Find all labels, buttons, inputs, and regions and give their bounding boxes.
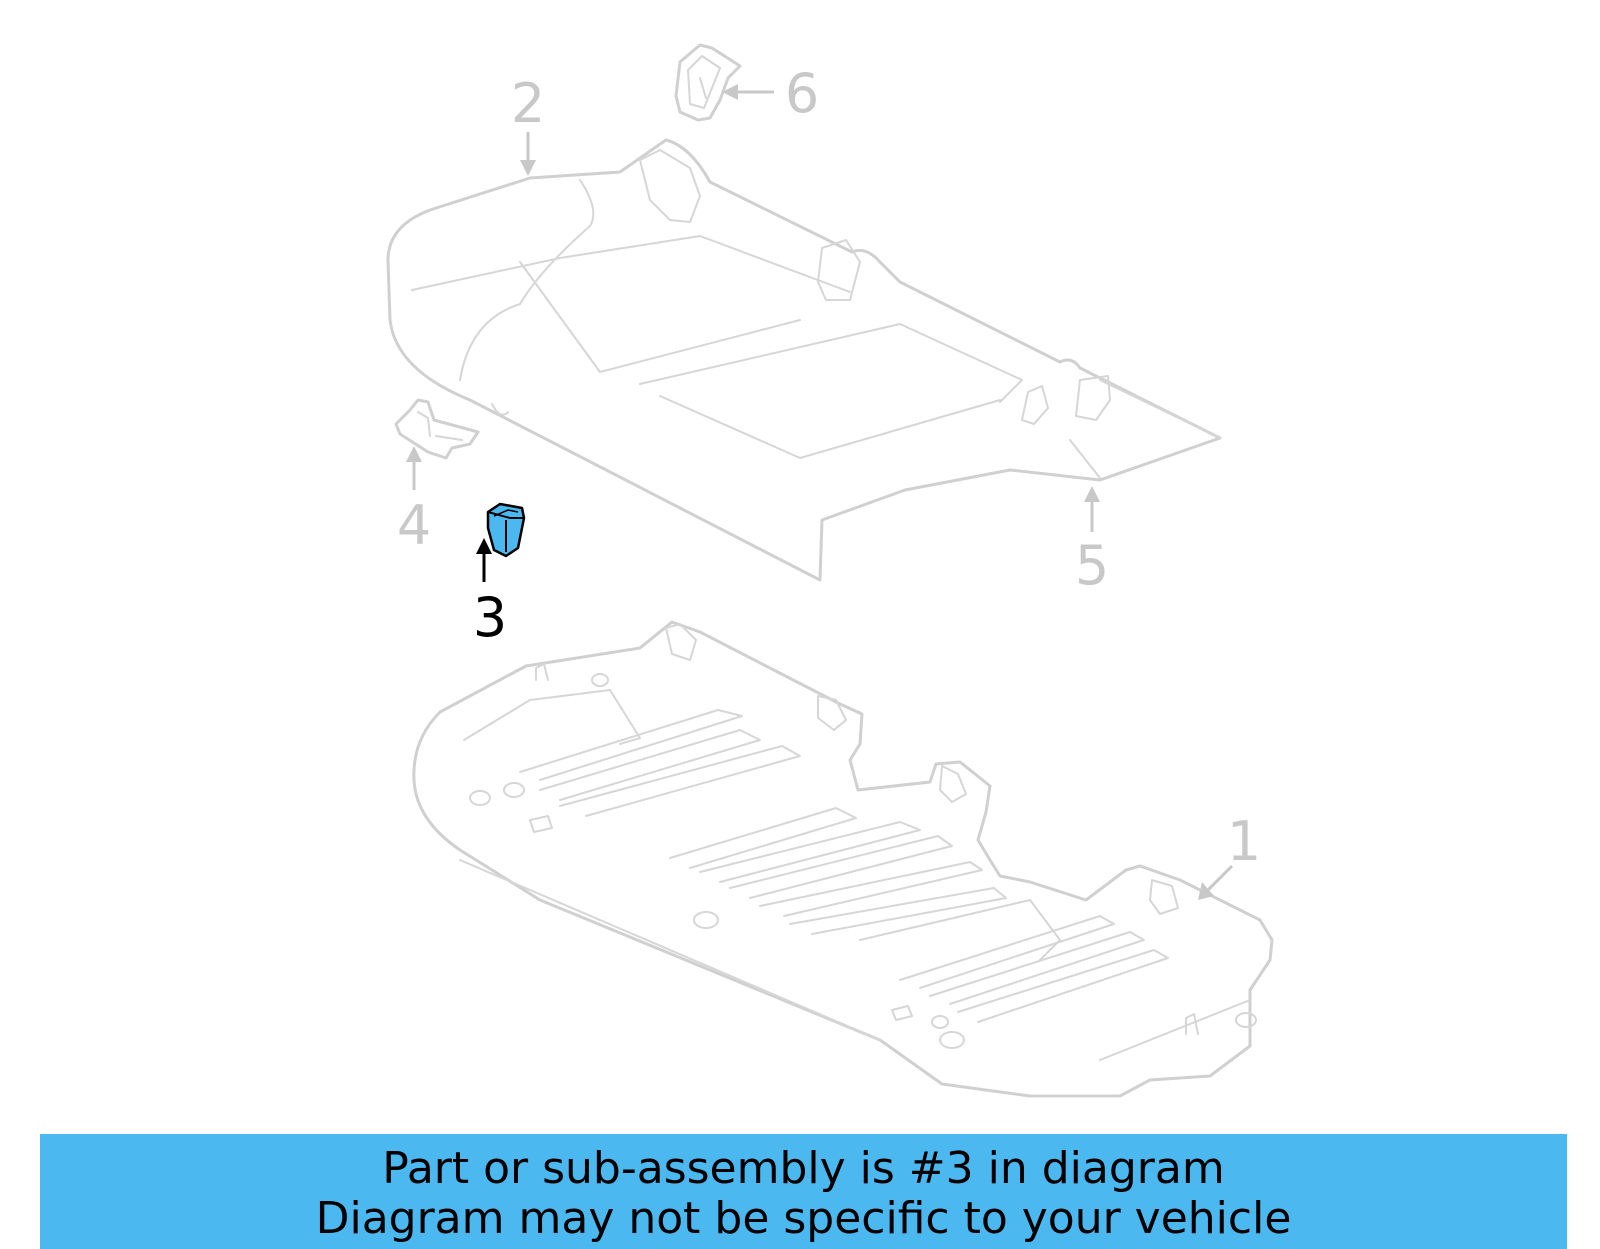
callout-6: 6 xyxy=(785,62,819,125)
banner-disclaimer-line: Diagram may not be specific to your vehi… xyxy=(315,1192,1292,1244)
arrow-3 xyxy=(476,538,492,582)
callout-2: 2 xyxy=(511,72,545,135)
arrow-2 xyxy=(520,132,536,176)
leader-arrows xyxy=(406,84,1234,900)
part-4-clip xyxy=(394,398,480,460)
callout-labels: 2 6 4 5 1 3 xyxy=(397,62,1261,873)
callout-1: 1 xyxy=(1227,810,1261,873)
part-6-bracket xyxy=(674,43,742,122)
arrow-4 xyxy=(406,446,422,490)
part-1-seat-frame xyxy=(412,620,1274,1098)
callout-3: 3 xyxy=(473,586,507,649)
part-2-seat-cushion xyxy=(386,138,1222,582)
arrow-1 xyxy=(1198,864,1234,900)
part-3-clip-highlighted xyxy=(486,502,526,558)
arrow-6 xyxy=(722,84,774,100)
info-banner: Part or sub-assembly is #3 in diagram Di… xyxy=(40,1134,1567,1249)
callout-5: 5 xyxy=(1075,534,1109,597)
callout-4: 4 xyxy=(397,494,431,557)
banner-part-line: Part or sub-assembly is #3 in diagram xyxy=(382,1142,1225,1194)
arrow-5 xyxy=(1084,486,1100,532)
